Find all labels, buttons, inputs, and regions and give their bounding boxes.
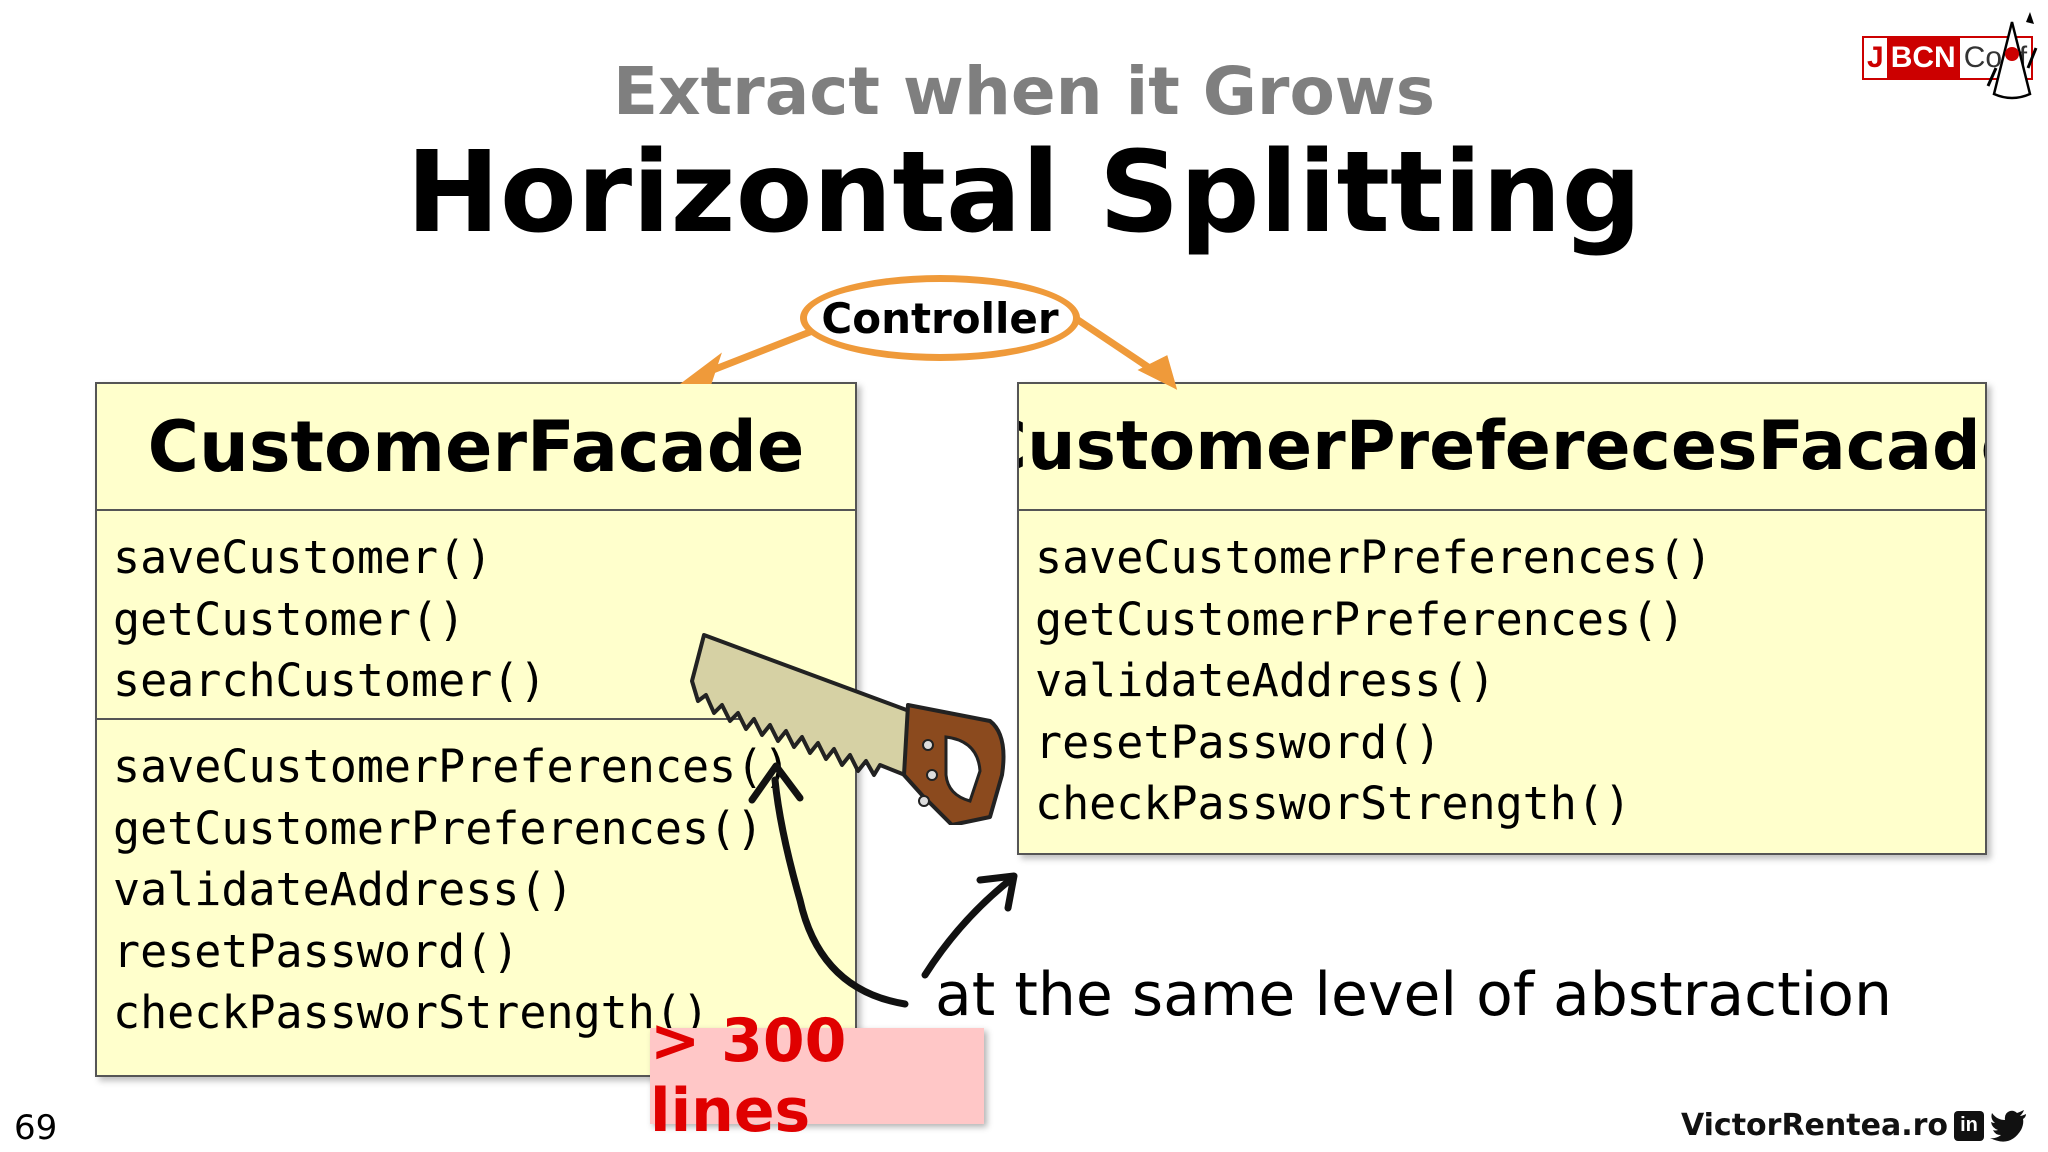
right-method-reset-password: resetPassword() [1035,715,1442,769]
right-method-save-customer-preferences: saveCustomerPreferences() [1035,531,1713,584]
arrowhead-left [680,352,722,384]
arrow-to-customer-facade [698,326,817,379]
right-method-get-customer-preferences: getCustomerPreferences() [1035,592,1686,646]
saw-icon [690,633,1006,825]
linkedin-icon[interactable]: in [1954,1110,1984,1141]
controller-node: Controller [800,275,1080,361]
jbcn-conf-logo: J BCN Conf [1862,8,2038,102]
size-warning-badge: > 300 lines [650,1006,984,1146]
logo-j: J [1867,41,1884,74]
logo-bcn: BCN [1886,38,1960,78]
right-methods-section: saveCustomerPreferences() getCustomerPre… [1019,511,1985,835]
author-site[interactable]: VictorRentea.ro [1680,1108,1948,1143]
method-validate-address: validateAddress() [113,863,574,916]
abstraction-caption: at the same level of abstraction [935,960,1893,1030]
right-method-validate-address: validateAddress() [1035,654,1496,707]
slide-title: Horizontal Splitting [406,128,1642,258]
method-get-customer: getCustomer() [113,592,466,646]
right-method-check-password-strength: checkPassworStrength() [1035,777,1632,830]
customer-preferences-facade-class: CustomerPreferecesFacade saveCustomerPre… [1017,382,1987,855]
customer-methods-section: saveCustomer() getCustomer() searchCusto… [97,511,855,718]
saw-blade [690,633,922,777]
footer-credit: VictorRentea.ro in [1681,1108,2028,1143]
customer-facade-name: CustomerFacade [97,384,855,511]
arrow-to-preferences-facade [1073,315,1162,378]
saw-handle-grip [944,735,982,803]
page-number: 69 [14,1108,58,1148]
method-check-password-strength: checkPassworStrength() [113,986,710,1039]
preferences-methods-section: saveCustomerPreferences() getCustomerPre… [97,718,855,1044]
method-reset-password: resetPassword() [113,924,520,978]
customer-preferences-facade-name: CustomerPreferecesFacade [1019,384,1985,511]
curved-arrowhead-right [976,872,1018,912]
slide-subtitle: Extract when it Grows [612,53,1436,130]
customer-facade-class: CustomerFacade saveCustomer() getCustome… [95,382,857,1077]
duke-mascot-icon [1986,12,2038,100]
method-get-customer-preferences: getCustomerPreferences() [113,801,764,855]
twitter-icon[interactable] [1990,1109,2028,1142]
method-search-customer: searchCustomer() [113,654,547,707]
method-save-customer: saveCustomer() [113,531,493,584]
method-save-customer-preferences: saveCustomerPreferences() [113,740,791,793]
